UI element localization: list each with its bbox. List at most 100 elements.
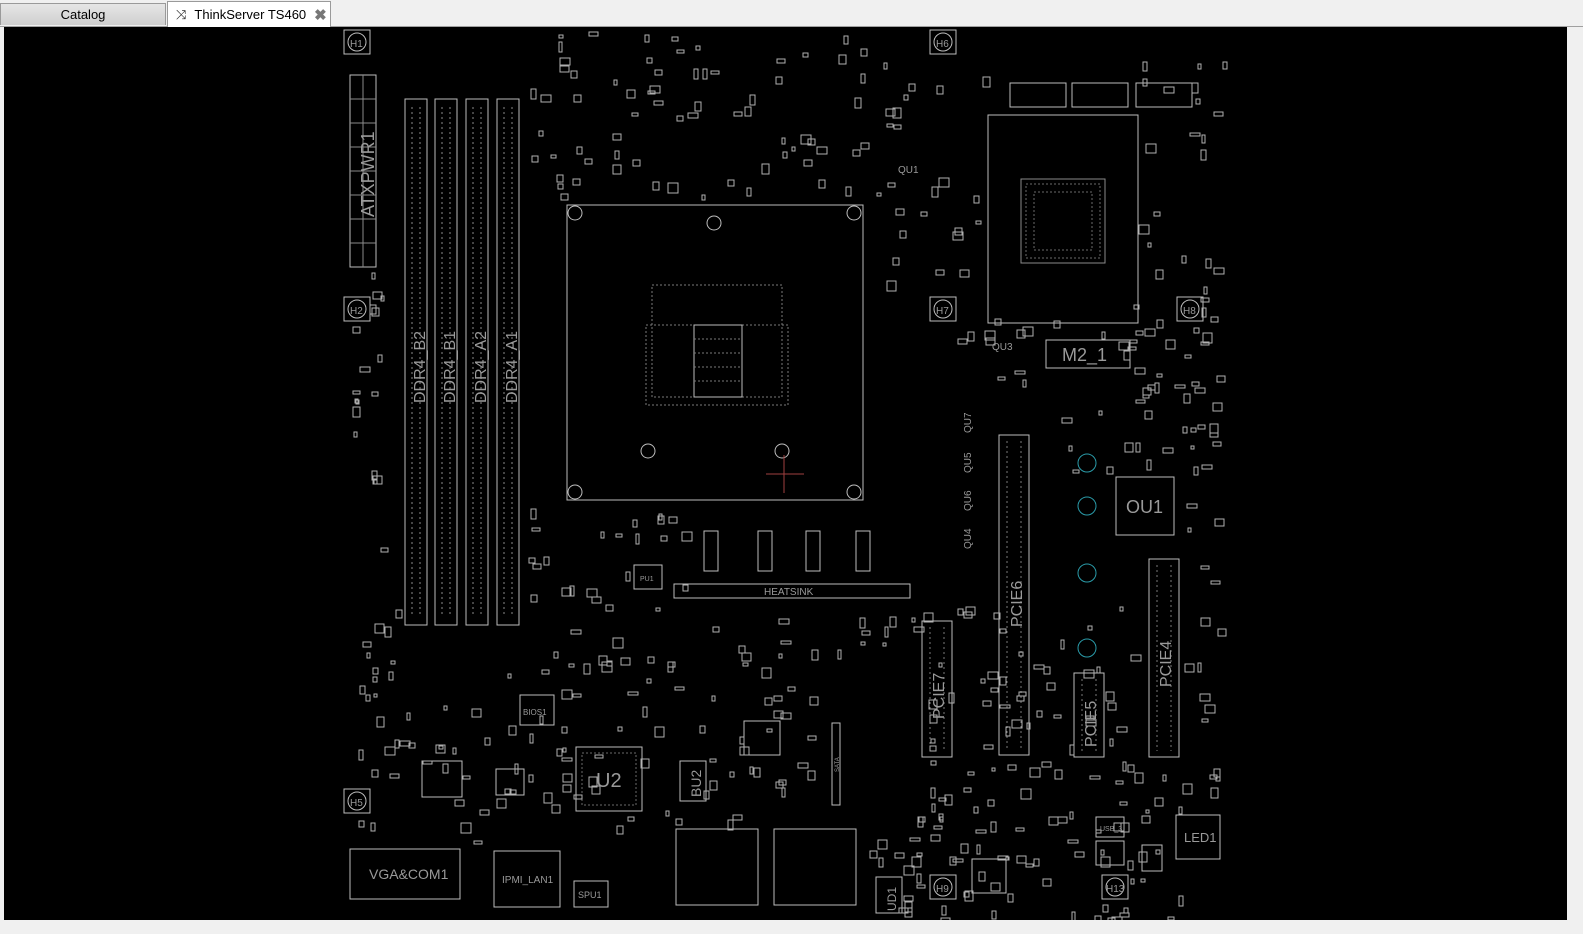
smd-part — [1127, 860, 1134, 871]
smd-part — [1205, 258, 1212, 269]
smd-part — [773, 695, 783, 702]
smd-part — [496, 798, 507, 809]
smd-part — [642, 706, 648, 718]
smd-part — [399, 740, 411, 747]
label-pcie6: PCIE6 — [1009, 581, 1026, 627]
smd-part — [1022, 379, 1027, 388]
smd-part — [352, 326, 361, 334]
smd-part — [776, 58, 786, 64]
smd-part — [529, 733, 534, 744]
smd-part — [895, 208, 905, 216]
close-icon[interactable]: ✖ — [314, 6, 327, 24]
board-viewer-canvas[interactable]: DDR4_B2 DDR4_B1 DDR4_A2 DDR4_A1 ATXPWR1 … — [4, 27, 1567, 920]
smd-part — [886, 280, 897, 292]
smd-part — [800, 134, 812, 145]
smd-part — [952, 231, 964, 241]
smd-part — [1210, 316, 1219, 323]
smd-part — [1135, 442, 1141, 453]
smd-part — [612, 133, 622, 141]
smd-part — [818, 179, 826, 189]
smd-part — [930, 834, 941, 842]
label-sata: SATA — [835, 757, 841, 772]
smd-part — [854, 97, 862, 109]
smd-part — [380, 547, 389, 553]
smd-part — [573, 794, 583, 800]
smd-part — [710, 70, 720, 75]
smd-part — [930, 787, 936, 799]
smd-part — [1011, 719, 1023, 729]
smd-part — [612, 637, 624, 649]
smd-part — [681, 531, 693, 542]
smd-part — [591, 785, 601, 795]
smd-part — [1085, 719, 1097, 727]
smd-part — [976, 844, 981, 855]
smd-part — [615, 533, 623, 538]
smd-part — [530, 508, 537, 520]
label-pcie7: PCIE7 — [931, 673, 948, 719]
smd-part — [935, 269, 945, 276]
dimm-slots — [404, 98, 520, 626]
label-bios1: BIOS1 — [523, 708, 547, 717]
smd-part — [1014, 370, 1026, 375]
smd-part — [931, 186, 939, 198]
label-ddr4-b1: DDR4_B1 — [442, 331, 459, 403]
smd-part — [876, 192, 882, 197]
tab-catalog[interactable]: Catalog — [0, 3, 166, 25]
smd-part — [1162, 447, 1174, 454]
smd-part — [674, 686, 685, 691]
smd-part — [1135, 399, 1146, 404]
smd-part — [631, 112, 639, 117]
smd-part — [676, 115, 684, 122]
smd-part — [948, 692, 955, 704]
smd-part — [540, 94, 552, 103]
smd-part — [1195, 98, 1201, 105]
label-pu1: PU1 — [640, 576, 654, 583]
smd-part — [1130, 654, 1142, 662]
smd-part — [938, 813, 944, 821]
smd-part — [1184, 354, 1192, 359]
smd-part — [352, 406, 361, 418]
smd-part — [978, 871, 986, 882]
smd-part — [860, 142, 870, 150]
smd-part — [892, 107, 902, 119]
smd-part — [1071, 911, 1076, 920]
smd-part — [377, 354, 383, 363]
smd-part — [371, 391, 379, 397]
smd-part — [860, 641, 866, 646]
smd-part — [653, 100, 664, 106]
smd-part — [1212, 441, 1222, 447]
label-m2: M2_1 — [1062, 345, 1107, 366]
smd-part — [975, 220, 982, 225]
smd-part — [869, 850, 878, 859]
pcie5-slot — [1073, 672, 1105, 758]
smd-part — [930, 760, 937, 766]
smd-part — [911, 856, 922, 868]
smd-part — [422, 760, 433, 765]
smd-part — [1162, 774, 1167, 782]
tab-thinkserver-ts460[interactable]: ⤨ ThinkServer TS460 ✖ — [167, 1, 331, 27]
smd-part — [365, 694, 371, 702]
smd-part — [473, 840, 483, 845]
label-bu2: BU2 — [688, 770, 704, 797]
smd-part — [1111, 916, 1123, 920]
small-components — [352, 31, 1228, 920]
smd-part — [940, 917, 951, 920]
smd-part — [1083, 669, 1095, 679]
smd-part — [1102, 904, 1109, 913]
smd-part — [993, 612, 1001, 620]
label-qu7: QU7 — [963, 412, 974, 433]
smd-part — [878, 857, 884, 868]
smd-part — [1042, 878, 1052, 887]
boardview-svg[interactable]: DDR4_B2 DDR4_B1 DDR4_A2 DDR4_A1 ATXPWR1 … — [4, 27, 1567, 920]
smd-part — [1119, 606, 1124, 612]
smd-part — [1178, 806, 1183, 815]
pcie4-slot — [1148, 558, 1180, 758]
smd-part — [471, 708, 482, 718]
smd-part — [406, 712, 411, 721]
smd-part — [852, 149, 861, 157]
smd-part — [997, 376, 1006, 381]
smd-part — [528, 557, 536, 564]
smd-part — [903, 94, 909, 101]
smd-part — [803, 159, 813, 167]
smd-part — [358, 820, 365, 828]
